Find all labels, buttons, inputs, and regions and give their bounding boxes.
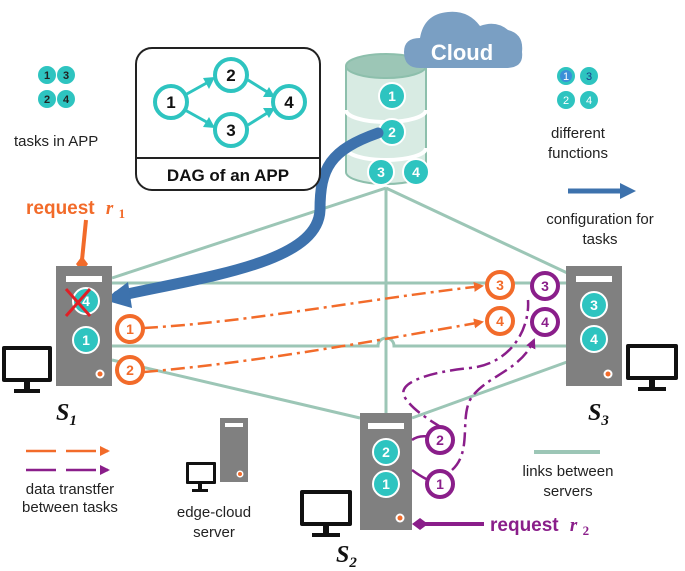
- purple-flow-1-to-4: [451, 338, 536, 471]
- purple-task-4: 4: [530, 307, 560, 337]
- server-links: [111, 186, 579, 420]
- purple-task-2: 2: [425, 425, 455, 455]
- legend-functions-icon: 1 3 2 4: [557, 67, 598, 109]
- svg-text:2: 2: [126, 362, 134, 378]
- dag-node-3: 3: [213, 112, 249, 148]
- svg-text:1: 1: [82, 332, 90, 348]
- cloud-task-1: 1: [378, 82, 406, 110]
- svg-text:2: 2: [382, 444, 390, 460]
- orange-task-2: 2: [115, 355, 145, 385]
- server-s2-label: S2: [336, 542, 357, 571]
- orange-task-4: 4: [485, 306, 515, 336]
- s3-task-4: 4: [580, 325, 608, 353]
- legend-tasks-caption: tasks in APP: [14, 133, 98, 150]
- legend-server-icon: [220, 418, 248, 482]
- s1-task-4: 4: [72, 287, 100, 315]
- svg-text:4: 4: [590, 331, 598, 347]
- svg-text:4: 4: [63, 94, 70, 106]
- s3-task-3: 3: [580, 291, 608, 319]
- legend-links-caption-2: servers: [543, 483, 592, 500]
- cloud-icon: [404, 11, 523, 68]
- svg-text:4: 4: [412, 164, 420, 180]
- cloud-label: Cloud: [431, 40, 493, 65]
- s2-monitor-icon: [300, 490, 352, 537]
- svg-text:2: 2: [388, 124, 396, 140]
- dag-caption: DAG of an APP: [167, 166, 289, 185]
- s1-monitor-icon: [2, 346, 52, 393]
- svg-text:3: 3: [226, 121, 235, 140]
- dag-node-4: 4: [271, 84, 307, 120]
- svg-text:4: 4: [496, 313, 504, 329]
- purple-flow-2-to-3: [402, 299, 530, 430]
- svg-text:2: 2: [44, 94, 50, 106]
- legend-config-caption-2: tasks: [582, 231, 617, 248]
- legend-config-arrow: [568, 183, 636, 199]
- cloud-task-2: 2: [378, 118, 406, 146]
- svg-text:3: 3: [590, 297, 598, 313]
- request-r2-label: request r 2: [490, 515, 589, 538]
- dag-node-1: 1: [153, 84, 189, 120]
- server-s3-label: S3: [588, 400, 609, 429]
- s1-removed-cross-icon: [64, 288, 92, 317]
- configuration-arrow: [112, 127, 384, 302]
- legend-functions-caption-2: functions: [548, 145, 608, 162]
- orange-task-1: 1: [115, 314, 145, 344]
- svg-text:2: 2: [436, 432, 444, 448]
- svg-text:3: 3: [496, 277, 504, 293]
- svg-text:3: 3: [586, 71, 592, 83]
- legend-links-caption-1: links between: [523, 463, 614, 480]
- svg-text:1: 1: [436, 476, 444, 492]
- request-r1-label: request r 1: [26, 198, 125, 221]
- svg-text:3: 3: [541, 278, 549, 294]
- server-s1-label: S1: [56, 400, 77, 429]
- legend-transfer-caption-2: between tasks: [22, 499, 118, 516]
- s2-task-1: 1: [372, 470, 400, 498]
- svg-text:4: 4: [82, 293, 90, 309]
- dag-node-2: 2: [213, 57, 249, 93]
- svg-text:4: 4: [284, 93, 294, 112]
- svg-text:4: 4: [586, 95, 592, 107]
- orange-task-3: 3: [485, 270, 515, 300]
- dag-edges: [184, 77, 275, 128]
- cloud-task-3: 3: [367, 158, 395, 186]
- legend-server-monitor-icon: [186, 462, 216, 492]
- svg-text:1: 1: [382, 476, 390, 492]
- orange-flow-1-to-3: [143, 281, 484, 330]
- server-s1: [56, 266, 112, 386]
- s1-task-1: 1: [72, 326, 100, 354]
- svg-text:4: 4: [541, 314, 549, 330]
- purple-task-1: 1: [425, 469, 455, 499]
- legend-transfer-arrows: [26, 446, 110, 475]
- svg-text:2: 2: [226, 66, 235, 85]
- orange-flow-2-to-4: [143, 318, 484, 374]
- legend-functions-caption-1: different: [551, 125, 606, 142]
- svg-text:1: 1: [44, 70, 50, 82]
- legend-server-caption-2: server: [193, 524, 235, 541]
- svg-text:2: 2: [563, 95, 569, 107]
- svg-text:1: 1: [388, 88, 396, 104]
- svg-text:3: 3: [377, 164, 385, 180]
- legend-config-caption-1: configuration for: [546, 211, 654, 228]
- request-r1-connector: [80, 219, 88, 261]
- s3-monitor-icon: [626, 344, 678, 391]
- legend-tasks-icon: 1 3 2 4: [38, 66, 75, 108]
- svg-text:3: 3: [63, 70, 69, 82]
- request-r2-tip: [412, 518, 428, 530]
- cloud-task-4: 4: [402, 158, 430, 186]
- purple-task-3: 3: [530, 271, 560, 301]
- legend-transfer-caption-1: data transtfer: [26, 481, 114, 498]
- svg-text:1: 1: [563, 71, 569, 83]
- s2-task-2: 2: [372, 438, 400, 466]
- svg-text:1: 1: [126, 321, 134, 337]
- legend-server-caption-1: edge-cloud: [177, 504, 251, 521]
- svg-text:1: 1: [166, 93, 175, 112]
